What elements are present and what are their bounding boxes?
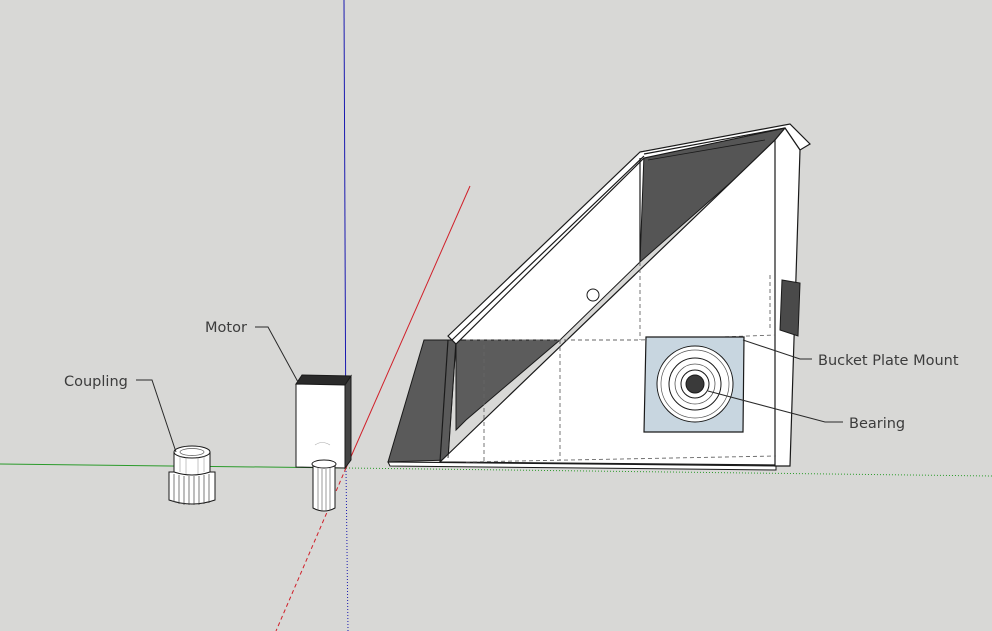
motor-leader	[255, 326, 299, 383]
bucket-plate-mount-leader	[742, 339, 812, 360]
bearing-plate-part[interactable]	[643, 336, 745, 433]
coupling-part[interactable]	[168, 445, 216, 505]
green-axis	[0, 463, 347, 469]
bracket-part[interactable]	[387, 123, 811, 471]
motor-label: Motor	[205, 320, 247, 336]
red-axis	[345, 185, 471, 469]
coupling-leader	[136, 379, 177, 453]
bearing-label: Bearing	[849, 416, 905, 432]
blue-axis-negative	[345, 467, 349, 631]
bearing-leader	[707, 390, 843, 423]
coupling-label: Coupling	[64, 374, 128, 390]
bucket-plate-mount-label: Bucket Plate Mount	[818, 353, 959, 369]
motor-part[interactable]	[295, 374, 352, 512]
